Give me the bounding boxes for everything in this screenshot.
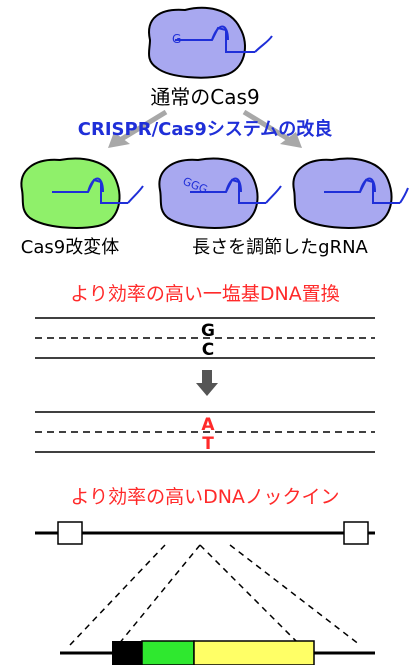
- variant-guide-hairpin: [87, 177, 104, 193]
- guide-tail: [254, 35, 273, 53]
- dna-before: G C: [35, 317, 375, 360]
- improvement-title: CRISPR/Cas9システムの改良: [78, 118, 332, 140]
- cassette-green-segment: [141, 640, 195, 666]
- arrow-right-shaft: [242, 109, 292, 143]
- down-arrow-shaft: [202, 370, 212, 384]
- homology-box-left: [57, 521, 83, 545]
- insertion-guides: [69, 544, 361, 646]
- normal-cas9-protein: G: [148, 6, 273, 79]
- arrow-left-head-icon: [108, 132, 130, 148]
- base-after-top: A: [201, 415, 215, 435]
- cas9-third-blob-icon: [292, 157, 393, 229]
- normal-cas9-label: 通常のCas9: [150, 85, 259, 109]
- third-guide-hairpin: [359, 177, 376, 193]
- variant-guide-tail: [127, 185, 144, 204]
- knock-in-locus: [35, 521, 375, 545]
- dna-after: A T: [35, 411, 375, 454]
- guide-dashed-2: [117, 544, 201, 646]
- cassette-yellow-segment: [193, 640, 315, 666]
- gray-arrows: [108, 109, 302, 148]
- variant-short-grna: GGG: [158, 157, 282, 229]
- variant-label-cas9: Cas9改変体: [21, 237, 119, 258]
- knock-in-title: より効率の高いDNAノックイン: [70, 486, 339, 508]
- variant-guide-line: [52, 178, 128, 204]
- cassette-black-segment: [112, 641, 142, 665]
- guide-dashed-3: [199, 544, 301, 646]
- guide-dashed-4: [229, 544, 361, 646]
- homology-box-right: [343, 521, 369, 545]
- base-before-bottom: C: [202, 340, 214, 360]
- cas9-variant-blob-icon: [20, 157, 121, 229]
- guide-hairpin: [211, 25, 229, 41]
- guide-dashed-1: [69, 544, 166, 646]
- knock-in-cassette: [60, 640, 375, 666]
- base-before-top: G: [201, 321, 215, 341]
- variant-label-grna: 長さを調節したgRNA: [192, 237, 368, 258]
- base-after-bottom: T: [202, 434, 214, 454]
- short-guide-line: [190, 178, 266, 204]
- cas9-blob-icon: [148, 6, 246, 79]
- short-guide-tail: [265, 185, 282, 204]
- guide-letter: G: [172, 32, 181, 46]
- variant-third: [292, 157, 409, 229]
- down-arrow: [196, 370, 218, 396]
- cas9-short-grna-blob-icon: [158, 157, 259, 229]
- third-guide-line: [324, 178, 400, 204]
- arrow-left-shaft: [118, 109, 168, 143]
- base-edit-title: より効率の高い一塩基DNA置換: [70, 283, 339, 305]
- arrow-right-head-icon: [280, 132, 302, 148]
- third-guide-tail: [399, 187, 409, 204]
- short-guide-hairpin: [225, 177, 242, 193]
- guide-rna-line: [175, 26, 255, 53]
- variant-cas9-modified: [20, 157, 144, 229]
- down-arrow-icon: [196, 383, 218, 396]
